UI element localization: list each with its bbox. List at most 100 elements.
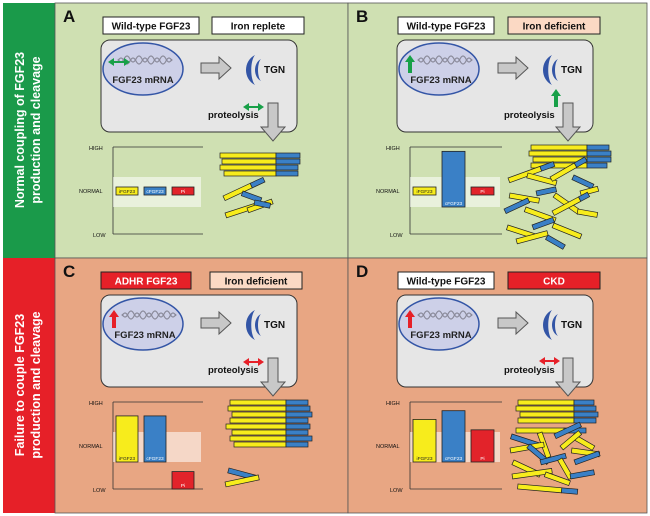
panel-c-bar-label-pi: Pi <box>181 483 185 489</box>
panel-b-proteolysis-up-arrow-icon <box>551 89 561 107</box>
panel-b-mrna-label: FGF23 mRNA <box>410 75 471 86</box>
bottom-row-label-line2: production and cleavage <box>29 311 43 458</box>
panel-a-bar-ifgf23 <box>115 186 139 196</box>
panel-d-proteolysis-double-arrow-icon <box>539 357 560 365</box>
panel-d-bar-pi <box>470 429 495 463</box>
panel-b-bar-ifgf23 <box>412 186 437 196</box>
panel-b-genotype-label: Wild-type FGF23 <box>407 22 486 33</box>
panel-b-proteolysis-label: proteolysis <box>504 110 555 121</box>
panel-a-genotype-box <box>102 16 200 35</box>
panel-a-high-label: HIGH <box>89 146 103 152</box>
panel-b-bar-cfgf23 <box>441 150 466 208</box>
top-row-label-line1: Normal coupling of FGF23 <box>13 52 27 208</box>
bottom-row-label-line1: Failure to couple FGF23 <box>13 314 27 456</box>
panel-a-bar-pi <box>171 186 195 196</box>
panel-a-proteolysis-double-arrow-icon <box>243 103 264 111</box>
panel-a-nucleus <box>102 42 184 96</box>
panel-c-genotype-label: ADHR FGF23 <box>115 277 178 288</box>
panel-b-mrna-up-arrow-icon <box>405 55 415 73</box>
panel-c: C ADHR FGF23 Iron deficient FGF23 mRNA T… <box>63 262 313 494</box>
panel-a-low-label: LOW <box>93 233 106 239</box>
panel-b-bar-label-ifgf23: iFGF23 <box>417 189 433 195</box>
panel-a-mrna-label: FGF23 mRNA <box>112 75 173 86</box>
panel-c-secretion-arrow-icon <box>259 357 287 397</box>
panel-a-mrna-double-arrow-icon <box>108 58 130 66</box>
top-row-label-line2: production and cleavage <box>29 56 43 203</box>
panel-d-normal-label: NORMAL <box>376 444 400 450</box>
panel-c-tgn-label: TGN <box>264 320 285 331</box>
panel-a: A Wild-type FGF23 Iron replete FGF23 mRN… <box>63 7 305 239</box>
panel-c-bar-label-cfgf23: cFGF23 <box>146 456 164 462</box>
panel-b-high-label: HIGH <box>386 146 400 152</box>
panel-d-tgn-label: TGN <box>561 320 582 331</box>
panel-c-condition-box <box>209 271 303 290</box>
panel-b-condition-box <box>507 16 601 35</box>
panel-c-low-label: LOW <box>93 488 106 494</box>
panel-d-secretion-arrow-icon <box>554 357 582 397</box>
panel-a-letter: A <box>63 7 75 26</box>
panel-a-secretion-arrow-icon <box>259 102 287 142</box>
panel-b-bar-label-pi: Pi <box>480 189 484 195</box>
panel-d-bar-label-ifgf23: iFGF23 <box>417 456 433 462</box>
panel-c-bar-cfgf23 <box>143 415 167 463</box>
panel-c-mrna-up-arrow-icon <box>109 310 119 328</box>
panel-b-tgn-label: TGN <box>561 65 582 76</box>
panel-c-proteolysis-label: proteolysis <box>208 365 259 376</box>
bottom-row-band <box>3 258 55 513</box>
panel-b-letter: B <box>356 7 368 26</box>
panel-c-bar-label-ifgf23: iFGF23 <box>119 456 135 462</box>
panel-d-bar-label-pi: Pi <box>480 456 484 462</box>
panel-c-high-label: HIGH <box>89 401 103 407</box>
panel-d-genotype-box <box>397 271 495 290</box>
panel-d-bar-ifgf23 <box>412 418 437 463</box>
top-row-band <box>3 3 55 258</box>
panel-a-genotype-label: Wild-type FGF23 <box>112 22 191 33</box>
panel-c-mrna-to-tgn-arrow-icon <box>200 310 232 336</box>
panel-c-proteolysis-double-arrow-icon <box>243 358 264 366</box>
panel-b-secretion-arrow-icon <box>554 102 582 142</box>
panel-d-condition-box <box>507 271 601 290</box>
panel-b-nucleus <box>398 42 480 96</box>
panel-a-tgn-label: TGN <box>264 65 285 76</box>
panel-c-bar-ifgf23 <box>115 415 139 463</box>
panel-d-proteolysis-label: proteolysis <box>504 365 555 376</box>
panel-c-nucleus <box>102 297 184 351</box>
panel-a-bar-label-ifgf23: iFGF23 <box>119 189 135 195</box>
panel-b-low-label: LOW <box>390 233 403 239</box>
panel-a-mrna-to-tgn-arrow-icon <box>200 55 232 81</box>
panel-d-high-label: HIGH <box>386 401 400 407</box>
panel-c-tgn-icon <box>246 310 261 340</box>
panel-b-mrna-to-tgn-arrow-icon <box>497 55 529 81</box>
panel-b-condition-label: Iron deficient <box>523 22 586 33</box>
panel-a-proteolysis-label: proteolysis <box>208 110 259 121</box>
panel-b-tgn-icon <box>543 55 558 85</box>
panel-a-tgn-icon <box>246 55 261 85</box>
panel-a-bar-label-cfgf23: cFGF23 <box>146 189 164 195</box>
panel-d-letter: D <box>356 262 368 281</box>
panel-a-condition-label: Iron replete <box>231 22 286 33</box>
panel-c-genotype-box <box>100 271 192 290</box>
panel-b-normal-label: NORMAL <box>376 189 400 195</box>
panel-a-secreted-protein-pile <box>219 152 301 219</box>
panel-a-bar-label-pi: Pi <box>181 189 185 195</box>
panel-d-bar-cfgf23 <box>441 410 466 463</box>
panel-c-letter: C <box>63 262 75 281</box>
panel-b-level-chart: HIGH NORMAL LOW iFGF23 cFGF23 Pi <box>376 146 502 239</box>
panel-b-bar-label-cfgf23: cFGF23 <box>445 201 463 207</box>
panel-d-bar-label-cfgf23: cFGF23 <box>445 456 463 462</box>
panel-b-genotype-box <box>397 16 495 35</box>
panel-d-nucleus <box>398 297 480 351</box>
panel-b-bar-pi <box>470 186 495 196</box>
panel-d: D Wild-type FGF23 CKD FGF23 mRNA TGN pro… <box>356 262 601 495</box>
panel-d-secreted-protein-pile <box>509 399 601 495</box>
panel-a-condition-box <box>211 16 305 35</box>
panel-c-secreted-protein-pile <box>224 399 313 488</box>
panel-c-normal-label: NORMAL <box>79 444 103 450</box>
panel-b-secreted-protein-pile <box>503 144 612 250</box>
panel-c-condition-label: Iron deficient <box>225 277 288 288</box>
panel-d-mrna-to-tgn-arrow-icon <box>497 310 529 336</box>
